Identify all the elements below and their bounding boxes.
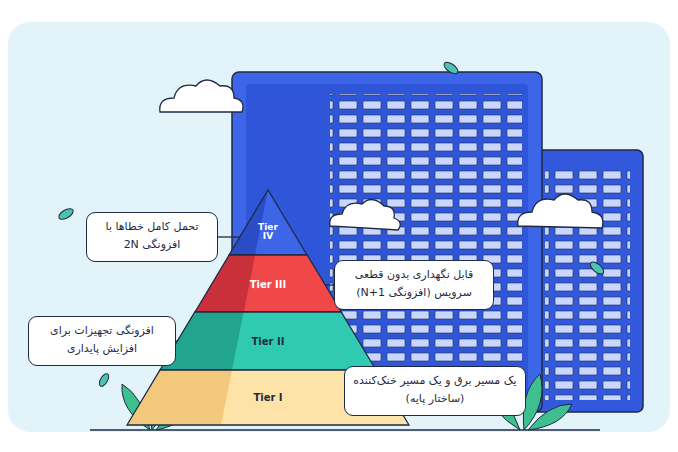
cloud (518, 194, 603, 228)
tier-label: Tier II (238, 337, 298, 348)
tier-label: Tier III (238, 279, 298, 290)
background-panel (8, 22, 670, 432)
band-outline (160, 312, 376, 370)
tier-band: Tier III (195, 255, 341, 312)
tier-band: Tier II (160, 312, 376, 370)
cloud (330, 199, 401, 230)
band-outline (229, 190, 307, 255)
tier-label: Tier IV (255, 222, 281, 241)
band-shade (195, 255, 255, 312)
band-outline (195, 255, 341, 312)
callout-text: قابل نگهداری بدون قطعی سرویس (افزونگی N+… (343, 266, 485, 302)
callout-text: افزونگی تجهیزات برای افزایش پایداری (37, 322, 167, 358)
tier-label: Tier I (238, 392, 298, 403)
callout-box: یک مسیر برق و یک مسیر خنک‌کننده (ساختار … (344, 366, 526, 416)
ground-line (90, 429, 600, 430)
callout-box: قابل نگهداری بدون قطعی سرویس (افزونگی N+… (334, 260, 494, 310)
cloud (160, 80, 243, 112)
band-fill (229, 190, 307, 255)
callout-text: تحمل کامل خطاها با افزونگی 2N (95, 218, 209, 254)
callout-text: یک مسیر برق و یک مسیر خنک‌کننده (ساختار … (353, 372, 517, 408)
band-fill (160, 312, 376, 370)
tier-band: Tier IV (229, 190, 307, 255)
callout-box: افزونگی تجهیزات برای افزایش پایداری (28, 316, 176, 366)
callout-box: تحمل کامل خطاها با افزونگی 2N (86, 212, 218, 262)
band-fill (195, 255, 341, 312)
